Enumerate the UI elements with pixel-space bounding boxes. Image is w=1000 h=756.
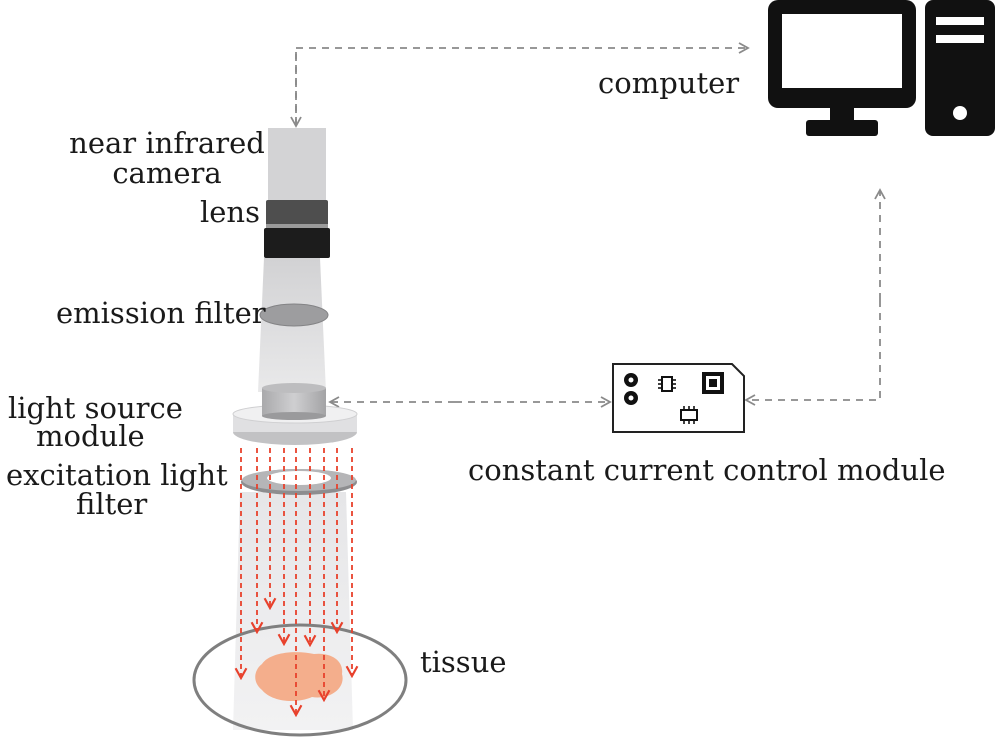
- control-module-label: constant current control module: [468, 453, 946, 487]
- tissue-outline: [192, 623, 408, 737]
- computer-label: computer: [598, 66, 740, 100]
- lens-ring-lower: [264, 228, 330, 258]
- excitation-filter-aperture: [267, 471, 331, 485]
- tissue-label: tissue: [420, 645, 507, 679]
- lens-label: lens: [200, 195, 260, 229]
- connector-computer-camera: [290, 42, 750, 128]
- computer-monitor-icon: [768, 0, 916, 136]
- emission-filter-label: emission filter: [56, 296, 266, 330]
- camera-label-line1: near infrared: [69, 126, 265, 160]
- excitation-filter-label-line1: excitation light: [6, 458, 228, 492]
- tissue-fluorescence-spot: [255, 652, 343, 702]
- camera-body: [268, 128, 326, 200]
- lens-ring-upper: [266, 200, 328, 226]
- light-source-label-line1: light source: [8, 391, 183, 425]
- excitation-filter-label-line2: filter: [76, 487, 148, 521]
- light-source-label-line2: module: [36, 419, 145, 453]
- emission-filter-disc: [259, 303, 329, 327]
- circuit-board-icon: [612, 363, 745, 433]
- camera-label-line2: camera: [112, 156, 222, 190]
- excitation-light-rays: [241, 448, 352, 715]
- connector-control-computer: [744, 188, 886, 406]
- computer-tower-icon: [925, 0, 995, 136]
